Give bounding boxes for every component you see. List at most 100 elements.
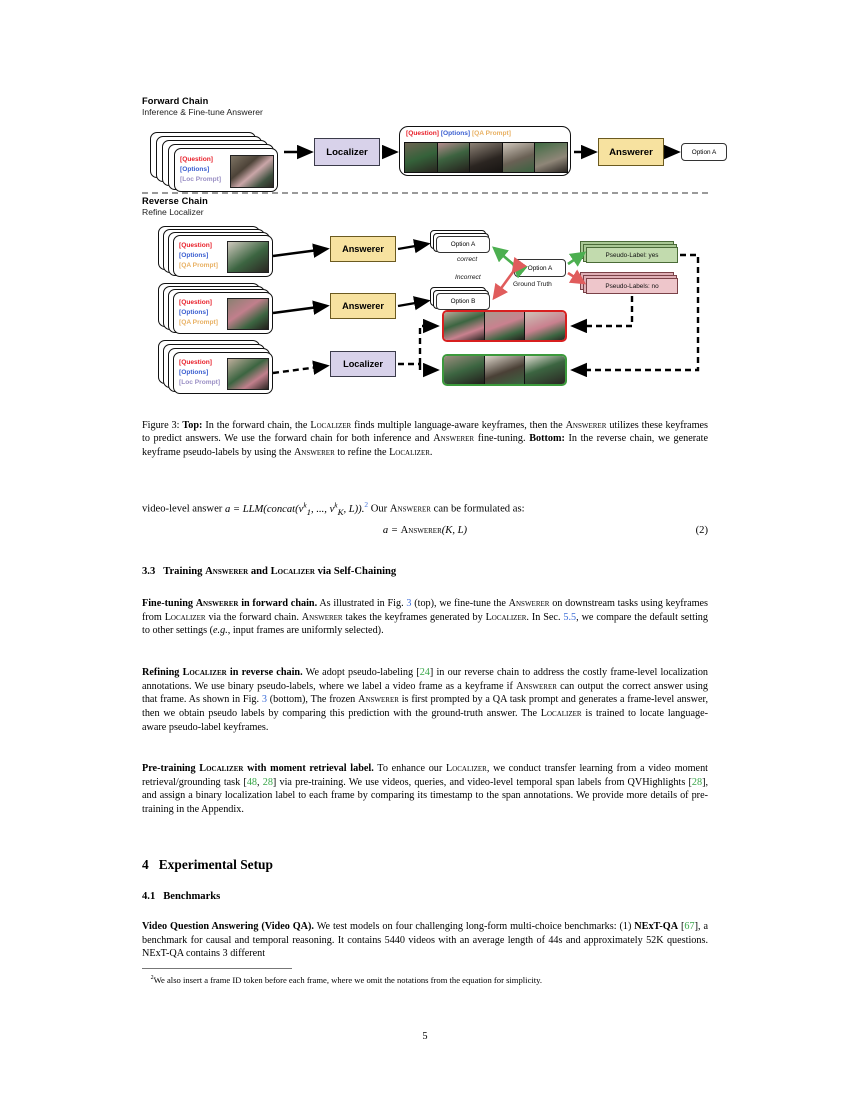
p3-bold-b: with moment retrieval label. bbox=[243, 763, 374, 774]
figure-caption: Figure 3: Top: In the forward chain, the… bbox=[142, 419, 708, 459]
question-token: [Question] bbox=[179, 298, 212, 306]
footnote-marker: 2 bbox=[150, 975, 154, 981]
p4-t3: ], a benchmark for causal and temporal r… bbox=[142, 921, 708, 960]
arrow-card1-to-answerer1 bbox=[272, 243, 330, 258]
keyframe bbox=[437, 143, 471, 172]
p2-t2: ] in our reverse chain to address the co… bbox=[142, 667, 709, 692]
p1-t3: on downstream tasks using keyframes from bbox=[142, 598, 709, 623]
arrow-loccard-to-localizer bbox=[272, 360, 330, 375]
correct-label: correct bbox=[457, 256, 478, 263]
figure-connectors bbox=[272, 144, 700, 378]
p1-sc3: Answerer bbox=[301, 611, 343, 623]
caption-sc-localizer: Localizer bbox=[310, 420, 352, 431]
reverse-chain-title: Reverse Chain bbox=[142, 196, 208, 206]
forward-chain-subtitle: Inference & Fine-tune Answerer bbox=[142, 107, 263, 117]
forward-input-card: [Question] [Options] [Loc Prompt] bbox=[174, 148, 278, 192]
keyframe bbox=[502, 143, 536, 172]
video-thumbnail bbox=[230, 155, 274, 188]
reverse-card-text: [Question] [Options] [QA Prompt] bbox=[174, 298, 218, 329]
arrow-incorrect bbox=[492, 256, 527, 301]
p1-t8: , input frames are uniformly selected). bbox=[227, 625, 384, 637]
p4-t2: [ bbox=[678, 921, 685, 932]
reverse-input-card-loc: [Question] [Options] [Loc Prompt] bbox=[173, 352, 273, 394]
p1-bold-sc: Answerer bbox=[195, 598, 239, 609]
p1-ref-fig3[interactable]: 3 bbox=[406, 598, 412, 609]
equation-tail2-text: can be formulated as: bbox=[430, 503, 525, 515]
answer-option-b-label: Option B bbox=[450, 298, 476, 305]
p4-ref-67[interactable]: 67 bbox=[684, 921, 695, 932]
forward-chain-header: Forward Chain Inference & Fine-tune Answ… bbox=[142, 96, 263, 117]
p2-t5: is first prompted by a QA task prompt an… bbox=[142, 694, 709, 720]
keyframe bbox=[484, 356, 526, 384]
paragraph-video-qa: Video Question Answering (Video QA). We … bbox=[142, 920, 708, 961]
p3-t1: To enhance our bbox=[373, 763, 446, 774]
pseudo-label-yes: Pseudo-Label: yes bbox=[586, 247, 678, 263]
p3-ref-48[interactable]: 48 bbox=[246, 776, 257, 788]
keyframe bbox=[525, 312, 565, 340]
footnote-marker-ref: 2 bbox=[364, 500, 369, 509]
section-3-3-title-a: Training bbox=[163, 566, 206, 577]
page-number: 5 bbox=[422, 1031, 428, 1042]
paragraph-pretraining: Pre-training Localizer with moment retri… bbox=[142, 762, 708, 817]
p1-t1: As illustrated in Fig. bbox=[317, 598, 407, 609]
caption-text-5: In the reverse chain, we generate keyfra… bbox=[142, 433, 708, 458]
p3-t5: ], and assign a binary localization labe… bbox=[142, 776, 709, 816]
caption-label: Figure 3: bbox=[142, 420, 180, 431]
loc-prompt-token: [Loc Prompt] bbox=[180, 176, 222, 184]
p2-bold-a: Refining bbox=[142, 667, 183, 678]
forward-output-option: Option A bbox=[681, 143, 727, 161]
qa-prompt-token: [QA Prompt] bbox=[179, 262, 218, 270]
options-token: [Options] bbox=[440, 130, 471, 137]
p2-t6: is trained to locate language-aware pseu… bbox=[142, 708, 708, 733]
p2-bold-b: in reverse chain. bbox=[226, 667, 303, 678]
p1-t5: takes the keyframes generated by bbox=[342, 611, 486, 623]
section-3-3-sc-answerer: Answerer bbox=[205, 566, 249, 577]
section-4-1-number: 4.1 bbox=[142, 891, 156, 902]
caption-text-6: to refine the bbox=[334, 446, 390, 458]
reverse-input-card-qa-1: [Question] [Options] [QA Prompt] bbox=[173, 235, 273, 277]
video-thumbnail bbox=[227, 358, 269, 390]
p1-bold-a: Fine-tuning bbox=[142, 598, 196, 609]
p2-ref-24[interactable]: 24 bbox=[419, 667, 430, 678]
arrow-pseudo-no-to-red-strip bbox=[570, 296, 634, 334]
reverse-localizer-box: Localizer bbox=[330, 351, 396, 377]
reverse-answerer-label-1: Answerer bbox=[342, 244, 384, 254]
keyframe bbox=[470, 143, 503, 172]
forward-keyframe-panel: [Question] [Options] [QA Prompt] bbox=[399, 126, 571, 176]
keyframe-strip-positive bbox=[442, 354, 567, 386]
p3-t3: , bbox=[257, 776, 263, 788]
paragraph-refining: Refining Localizer in reverse chain. We … bbox=[142, 666, 708, 735]
arrow-pseudo-yes-to-green-strip bbox=[570, 253, 700, 378]
forward-input-card-stack: [Question] [Options] [Loc Prompt] bbox=[150, 132, 280, 194]
footnote-rule bbox=[142, 968, 292, 969]
equation-2-right: (K, L) bbox=[441, 525, 468, 537]
p1-ref-sec55[interactable]: 5.5 bbox=[563, 611, 577, 623]
p4-bold: Video Question Answering (Video QA). bbox=[142, 921, 314, 932]
question-token: [Question] bbox=[406, 130, 439, 137]
caption-sc-answerer-2: Answerer bbox=[433, 433, 475, 445]
keyframe bbox=[444, 312, 485, 340]
p2-sc1: Answerer bbox=[516, 680, 557, 692]
p3-ref-28b[interactable]: 28 bbox=[691, 776, 703, 788]
p4-t1: We test models on four challenging long-… bbox=[313, 921, 635, 932]
p2-t4: (bottom), The frozen bbox=[266, 694, 359, 706]
equation-2-number: (2) bbox=[695, 525, 708, 537]
section-3-3-sc-localizer: Localizer bbox=[270, 566, 315, 577]
caption-sc-localizer-2: Localizer bbox=[389, 446, 430, 458]
equation-2-left: a = bbox=[382, 525, 401, 537]
p3-bold-a: Pre-training bbox=[142, 763, 200, 774]
keyframe bbox=[535, 143, 567, 172]
p4-bold2: NExT-QA bbox=[634, 921, 679, 932]
video-thumbnail bbox=[227, 241, 269, 273]
section-3-3-title-c: via Self-Chaining bbox=[314, 566, 397, 577]
p1-sc2: Localizer bbox=[164, 611, 206, 623]
equation-2-sc: Answerer bbox=[400, 525, 442, 537]
p2-ref-fig3[interactable]: 3 bbox=[261, 694, 267, 706]
answer-option-a: Option A bbox=[436, 236, 490, 253]
reverse-answerer-label-2: Answerer bbox=[342, 301, 384, 311]
forward-answerer-box: Answerer bbox=[598, 138, 664, 166]
p3-ref-28a[interactable]: 28 bbox=[262, 776, 273, 788]
section-4-title: Experimental Setup bbox=[158, 857, 273, 872]
arrow-answerer2-to-optionb bbox=[397, 296, 431, 311]
